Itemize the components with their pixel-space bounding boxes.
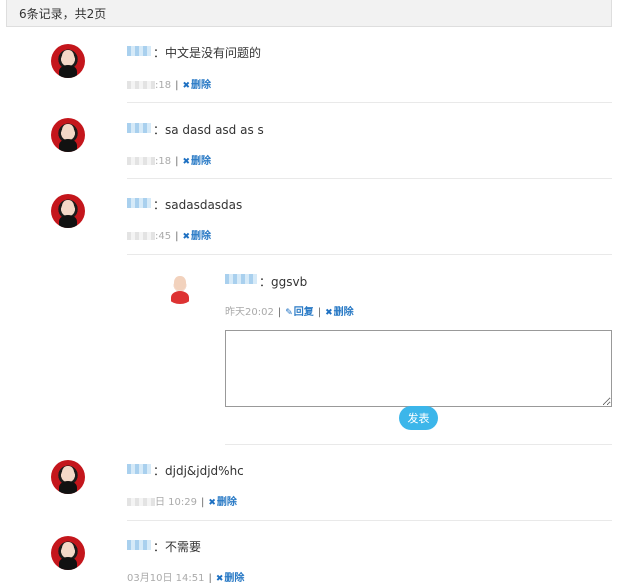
- comment-time: 日 10:29: [155, 497, 197, 508]
- close-icon: ✖: [182, 157, 191, 167]
- author-name-blurred: [127, 46, 151, 56]
- author-name-blurred: [127, 540, 151, 550]
- delete-link[interactable]: ✖删除: [215, 573, 245, 583]
- author-name-blurred: [127, 198, 151, 208]
- reply-time: 昨天20:02: [225, 307, 274, 318]
- delete-link[interactable]: ✖删除: [208, 497, 237, 508]
- divider: [127, 102, 612, 103]
- comment-meta: 03月10日 14:51|✖删除: [127, 573, 245, 583]
- avatar: [163, 270, 197, 304]
- close-icon: ✖: [182, 232, 191, 242]
- time-blurred: [127, 232, 155, 240]
- time-blurred: [127, 498, 155, 506]
- edit-icon: ✎: [285, 308, 293, 318]
- avatar: [51, 194, 85, 228]
- avatar: [51, 460, 85, 494]
- reply-link[interactable]: ✎回复: [285, 307, 314, 318]
- comment-time: :45: [155, 231, 172, 242]
- reply-meta: 昨天20:02|✎回复|✖删除: [225, 307, 354, 318]
- delete-link[interactable]: ✖删除: [182, 231, 212, 242]
- delete-link[interactable]: ✖删除: [182, 156, 212, 167]
- comment-text: ：djdj&jdjd%hc: [153, 464, 244, 478]
- close-icon: ✖: [215, 574, 224, 583]
- comment-text: ：不需要: [153, 540, 202, 554]
- divider: [225, 444, 612, 445]
- comment-time: :18: [155, 80, 172, 91]
- record-summary-bar: 6条记录，共2页: [6, 0, 612, 27]
- reply-textarea[interactable]: [225, 330, 612, 407]
- close-icon: ✖: [182, 81, 191, 91]
- time-blurred: [127, 157, 155, 165]
- comment-time: 03月10日 14:51: [127, 573, 205, 583]
- comment-meta: :18|✖删除: [127, 76, 211, 91]
- author-name-blurred: [127, 464, 151, 474]
- comment-meta: 日 10:29|✖删除: [127, 493, 237, 508]
- record-summary: 6条记录，共2页: [19, 7, 107, 21]
- close-icon: ✖: [208, 498, 216, 508]
- delete-link[interactable]: ✖删除: [325, 307, 354, 318]
- avatar: [51, 44, 85, 78]
- comment-text: ：中文是没有问题的: [153, 46, 262, 60]
- comment-meta: :18|✖删除: [127, 152, 211, 167]
- avatar: [51, 118, 85, 152]
- comment-meta: :45|✖删除: [127, 227, 211, 242]
- comment-text: ：sadasdasdas: [153, 198, 243, 212]
- divider: [127, 254, 612, 255]
- author-name-blurred: [225, 274, 257, 284]
- time-blurred: [127, 81, 155, 89]
- author-name-blurred: [127, 123, 151, 133]
- comment-text: ：sa dasd asd as s: [153, 123, 264, 137]
- close-icon: ✖: [325, 308, 333, 318]
- divider: [127, 178, 612, 179]
- comment-time: :18: [155, 156, 172, 167]
- divider: [127, 520, 612, 521]
- submit-button[interactable]: 发表: [399, 406, 438, 430]
- delete-link[interactable]: ✖删除: [182, 80, 212, 91]
- avatar: [51, 536, 85, 570]
- reply-text: ：ggsvb: [259, 275, 308, 289]
